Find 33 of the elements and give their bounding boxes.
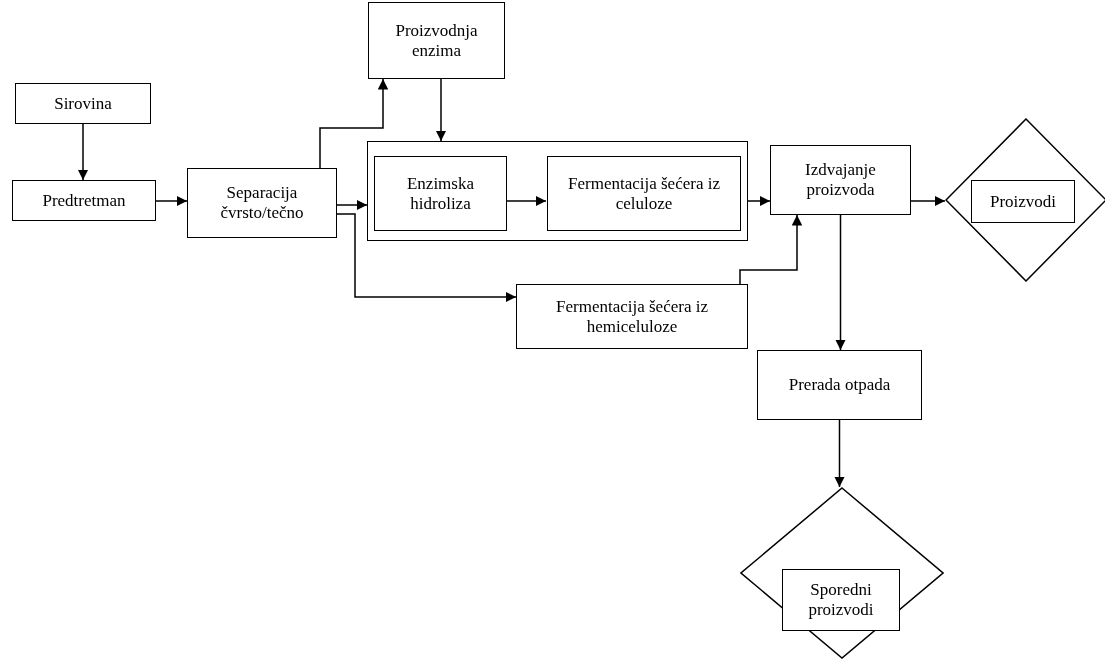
- process-box: [374, 156, 507, 231]
- output-label-box: Sporedni proizvodi: [782, 569, 900, 631]
- process-box: [770, 145, 911, 215]
- arrow: [910, 195, 946, 207]
- process-label: Prerada otpada: [787, 375, 892, 395]
- process-label: Fermentacija šećera iz hemiceluloze: [555, 296, 709, 337]
- arrow: [155, 195, 188, 207]
- process-box: [368, 2, 505, 79]
- process-label: Fermentacija šećera iz celuloze: [567, 173, 721, 214]
- process-label: Proizvodnja enzima: [394, 20, 479, 61]
- process-box: [12, 180, 156, 221]
- arrow: [835, 214, 846, 351]
- process-box: [757, 350, 922, 420]
- output-label-box: Proizvodi: [971, 180, 1075, 223]
- arrow: [834, 419, 845, 488]
- group-box: [367, 141, 748, 241]
- arrow: [739, 214, 803, 285]
- arrow: [336, 213, 517, 303]
- process-label: Predtretman: [41, 190, 127, 211]
- process-label: Izdvajanje proizvoda: [804, 160, 877, 200]
- process-box: [516, 284, 748, 349]
- arrow: [336, 199, 368, 211]
- arrow: [319, 78, 389, 169]
- arrow: [77, 123, 89, 181]
- process-label: Separacija čvrsto/tečno: [219, 183, 305, 223]
- arrow: [747, 195, 771, 207]
- process-box: [15, 83, 151, 124]
- process-label: Sirovina: [53, 93, 113, 114]
- process-box: [547, 156, 741, 231]
- process-label: Enzimska hidroliza: [405, 173, 475, 214]
- process-box: [187, 168, 337, 238]
- arrow: [505, 195, 547, 207]
- arrow: [435, 78, 447, 142]
